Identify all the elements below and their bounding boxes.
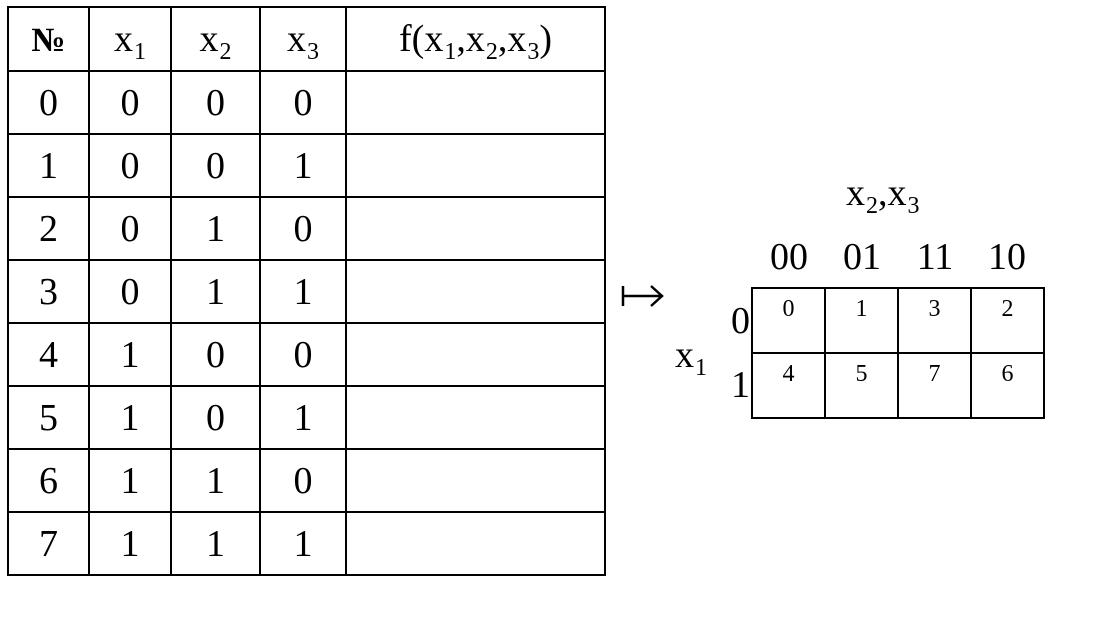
cell-x2: 0 — [171, 133, 261, 198]
kmap-cell[interactable]: 7 — [897, 352, 972, 419]
kmap-cell-index: 7 — [928, 361, 941, 387]
kmap-cell[interactable]: 6 — [970, 352, 1045, 419]
kmap-cell-index: 2 — [1001, 296, 1014, 322]
kmap-column-code: 11 — [916, 236, 954, 278]
cell-x1: 1 — [89, 385, 172, 450]
cell-x2: 1 — [171, 259, 261, 324]
row-number: 5 — [8, 385, 90, 450]
kmap-cell[interactable]: 5 — [824, 352, 899, 419]
kmap-cell-index: 6 — [1001, 361, 1014, 387]
kmap-column-code: 10 — [988, 236, 1026, 278]
cell-x2: 1 — [171, 448, 261, 513]
cell-x3: 1 — [260, 385, 347, 450]
cell-x1: 1 — [89, 511, 172, 576]
header-x1: x1 — [89, 6, 172, 72]
cell-x3: 0 — [260, 322, 347, 387]
cell-function-value[interactable] — [346, 448, 606, 513]
cell-function-value[interactable] — [346, 70, 606, 135]
cell-x2: 0 — [171, 322, 261, 387]
cell-x2: 0 — [171, 70, 261, 135]
row-number: 2 — [8, 196, 90, 261]
truth-table: № x1 x2 x3 f(x1,x2,x3) 0 0 0 0 1 0 0 1 2… — [7, 6, 606, 576]
kmap-row-code: 0 — [731, 300, 750, 342]
kmap-cell-index: 5 — [855, 361, 868, 387]
kmap-cell[interactable]: 1 — [824, 287, 899, 354]
kmap-row-code: 1 — [731, 364, 750, 406]
kmap-row: 0 1 3 2 — [751, 287, 1045, 354]
table-row: 3 0 1 1 — [8, 259, 606, 324]
cell-x3: 1 — [260, 511, 347, 576]
kmap-cell[interactable]: 0 — [751, 287, 826, 354]
kmap-cell-index: 3 — [928, 296, 941, 322]
cell-x1: 1 — [89, 322, 172, 387]
kmap-cell-index: 4 — [782, 361, 795, 387]
kmap-cell[interactable]: 4 — [751, 352, 826, 419]
cell-function-value[interactable] — [346, 133, 606, 198]
cell-x3: 0 — [260, 196, 347, 261]
table-row: 6 1 1 0 — [8, 448, 606, 513]
cell-x1: 0 — [89, 70, 172, 135]
cell-function-value[interactable] — [346, 511, 606, 576]
table-row: 5 1 0 1 — [8, 385, 606, 450]
row-number: 3 — [8, 259, 90, 324]
cell-x1: 1 — [89, 448, 172, 513]
cell-x1: 0 — [89, 259, 172, 324]
cell-x2: 0 — [171, 385, 261, 450]
kmap-column-variables: x2,x3 — [846, 172, 920, 219]
row-number: 1 — [8, 133, 90, 198]
row-number: 7 — [8, 511, 90, 576]
table-row: 2 0 1 0 — [8, 196, 606, 261]
maps-to-arrow-icon — [621, 285, 664, 307]
kmap-cell[interactable]: 2 — [970, 287, 1045, 354]
kmap-column-code: 01 — [843, 236, 881, 278]
kmap-row-variable: x1 — [675, 334, 707, 381]
kmap-cell[interactable]: 3 — [897, 287, 972, 354]
cell-x3: 0 — [260, 448, 347, 513]
table-row: 4 1 0 0 — [8, 322, 606, 387]
kmap-row: 4 5 7 6 — [751, 352, 1045, 419]
header-function: f(x1,x2,x3) — [346, 6, 606, 72]
cell-x1: 0 — [89, 196, 172, 261]
row-number: 6 — [8, 448, 90, 513]
header-x3: x3 — [260, 6, 347, 72]
header-x2: x2 — [171, 6, 261, 72]
truth-table-header-row: № x1 x2 x3 f(x1,x2,x3) — [8, 6, 606, 72]
table-row: 0 0 0 0 — [8, 70, 606, 135]
header-number: № — [8, 6, 90, 72]
kmap-cell-index: 1 — [855, 296, 868, 322]
cell-x2: 1 — [171, 511, 261, 576]
cell-function-value[interactable] — [346, 385, 606, 450]
cell-x3: 1 — [260, 133, 347, 198]
table-row: 1 0 0 1 — [8, 133, 606, 198]
cell-function-value[interactable] — [346, 322, 606, 387]
cell-x2: 1 — [171, 196, 261, 261]
cell-x3: 0 — [260, 70, 347, 135]
cell-function-value[interactable] — [346, 259, 606, 324]
cell-x3: 1 — [260, 259, 347, 324]
karnaugh-map-grid: 0 1 3 2 4 5 7 6 — [751, 287, 1045, 419]
cell-function-value[interactable] — [346, 196, 606, 261]
row-number: 4 — [8, 322, 90, 387]
cell-x1: 0 — [89, 133, 172, 198]
table-row: 7 1 1 1 — [8, 511, 606, 576]
kmap-cell-index: 0 — [782, 296, 795, 322]
row-number: 0 — [8, 70, 90, 135]
kmap-column-code: 00 — [770, 236, 808, 278]
